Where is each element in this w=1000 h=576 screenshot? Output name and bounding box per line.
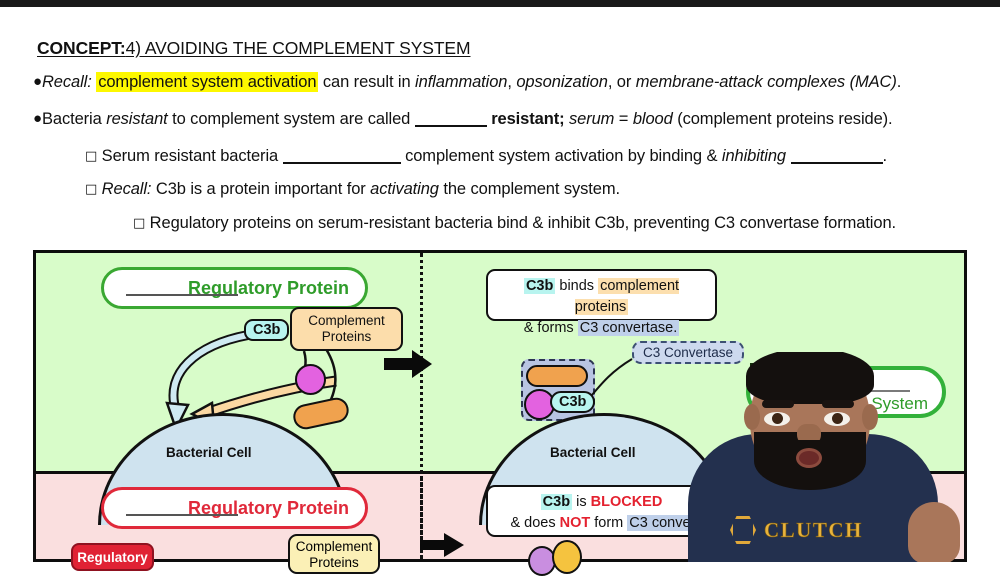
fill-blank-3 <box>790 162 883 164</box>
line4-recall: Recall: <box>101 180 152 198</box>
square-bullet-icon: □ <box>85 149 98 164</box>
fill-blank-1 <box>414 125 487 127</box>
line5-a: Regulatory proteins on serum-resistant b… <box>149 214 897 232</box>
line3-b: complement system activation by binding … <box>405 147 718 165</box>
shirt-logo-text: CLUTCH <box>764 518 863 543</box>
line4-a: C3b is a protein important for <box>155 180 366 198</box>
line4-italic1: activating <box>370 180 439 198</box>
stmt-top-binds: binds <box>559 278 595 294</box>
complement-bottom-line2: Proteins <box>309 555 359 571</box>
fill-blank-2 <box>282 162 401 164</box>
line2-italic3: blood <box>632 110 673 128</box>
bullet-line-1: ●Recall: complement system activation ca… <box>33 72 902 92</box>
line2-italic1: resistant <box>106 110 168 128</box>
presenter-pupil-left <box>772 413 783 424</box>
complement-box-line2: Proteins <box>321 329 372 345</box>
top-title-pill: Regulatory Protein <box>101 267 368 309</box>
line4-b: the complement system. <box>443 180 620 198</box>
convertase-leader-line <box>591 358 633 396</box>
sub-bullet-line-2: □ Recall: C3b is a protein important for… <box>85 180 620 199</box>
complement-proteins-box-left: Complement Proteins <box>290 307 403 352</box>
presenter-eyebrow-right <box>822 400 854 408</box>
presenter-eyebrow-left <box>762 400 794 408</box>
bottom-pill-blank <box>126 514 238 516</box>
presenter-ear-right <box>862 404 878 430</box>
shirt-logo: CLUTCH <box>730 514 910 548</box>
line2-italic2: serum <box>568 110 615 128</box>
top-statement-box: C3b binds complement proteins & forms C3… <box>486 269 717 337</box>
presenter-pupil-right <box>832 413 843 424</box>
stmt-bot-not: NOT <box>559 515 591 532</box>
bullet-line-2: ●Bacteria resistant to complement system… <box>33 110 893 129</box>
stmt-bot-blocked: BLOCKED <box>590 494 663 510</box>
right-margin <box>967 250 1000 562</box>
hexagon-icon <box>730 516 756 544</box>
bacterial-cell-label-left: Bacterial Cell <box>166 445 252 460</box>
vertical-divider-bottom <box>420 471 423 559</box>
top-pill-blank <box>126 294 238 296</box>
line3-c: . <box>882 147 888 165</box>
bottom-pill-label: Regulatory Protein <box>187 497 349 518</box>
line1-term3: membrane-attack complexes (MAC) <box>635 73 897 91</box>
bottom-title-pill: Regulatory Protein <box>101 487 368 529</box>
presenter-hand <box>908 502 960 562</box>
orange-protein-rod-right <box>526 365 588 387</box>
stmt-bot-form: form <box>594 515 624 532</box>
bullet-dot-icon: ● <box>33 110 42 127</box>
line2-eq: = <box>618 110 629 128</box>
sub-bullet-line-3: □ Regulatory proteins on serum-resistant… <box>133 214 896 233</box>
stmt-bot-c3b: C3b <box>540 494 573 510</box>
concept-label: CONCEPT: <box>37 38 126 58</box>
presenter-webcam-overlay: CLUTCH <box>650 352 970 562</box>
line1-period: . <box>896 73 902 91</box>
regulatory-protein-shape: Regulatory <box>71 543 154 571</box>
stmt-bot-does: & does <box>510 515 556 532</box>
line1-highlight: complement system activation <box>96 72 319 92</box>
top-pill-label: Regulatory Protein <box>187 277 349 298</box>
top-bar <box>0 0 1000 7</box>
presenter-hair <box>746 352 874 404</box>
line2-b: to complement system are called <box>172 110 411 128</box>
line1-recall: Recall: <box>41 73 92 91</box>
line1-or: , or <box>607 73 632 91</box>
stmt-top-forms: & forms <box>523 320 574 337</box>
square-bullet-icon: □ <box>85 182 98 197</box>
magenta-protein-circle-right <box>524 389 555 420</box>
concept-title: 4) AVOIDING THE COMPLEMENT SYSTEM <box>125 38 471 58</box>
bottom-black-arrow <box>420 533 464 557</box>
square-bullet-icon: □ <box>133 216 146 231</box>
line2-a: Bacteria <box>41 110 102 128</box>
bullet-dot-icon: ● <box>33 73 42 90</box>
line2-c: (complement proteins reside). <box>677 110 893 128</box>
stmt-bot-is: is <box>576 494 587 510</box>
line3-a: Serum resistant bacteria <box>101 147 279 165</box>
line1-term1: inflammation <box>415 73 508 91</box>
c3b-tag-left: C3b <box>244 319 290 341</box>
yellow-protein-circle-bottom <box>552 540 582 574</box>
presenter-mouth <box>796 448 822 468</box>
line1-rest: can result in <box>322 73 411 91</box>
line2-bold1: resistant; <box>491 110 565 128</box>
line3-italic1: inhibiting <box>721 147 787 165</box>
presenter-ear-left <box>744 404 760 430</box>
complement-box-line1: Complement <box>308 313 385 328</box>
page-title: CONCEPT:4) AVOIDING THE COMPLEMENT SYSTE… <box>37 38 471 59</box>
bacterial-cell-label-right: Bacterial Cell <box>550 445 636 460</box>
line1-term2: opsonization <box>516 73 608 91</box>
stmt-top-c3b: C3b <box>523 278 556 294</box>
magenta-protein-circle-left <box>295 364 326 395</box>
presenter-moustache <box>780 440 838 454</box>
black-transition-arrow <box>384 350 432 378</box>
complement-bottom-line1: Complement <box>295 539 373 554</box>
stmt-top-convertase: C3 convertase. <box>577 320 680 337</box>
vertical-divider-top <box>420 253 423 559</box>
c3-convertase-callout-label: C3 Convertase <box>632 341 745 364</box>
complement-proteins-box-bottom: Complement Proteins <box>288 534 380 574</box>
line1-comma1: , <box>507 73 512 91</box>
sub-bullet-line-1: □ Serum resistant bacteria complement sy… <box>85 147 887 166</box>
c3b-tag-right: C3b <box>550 391 596 413</box>
stmt-bot-convertase: C3 conve <box>627 515 693 532</box>
